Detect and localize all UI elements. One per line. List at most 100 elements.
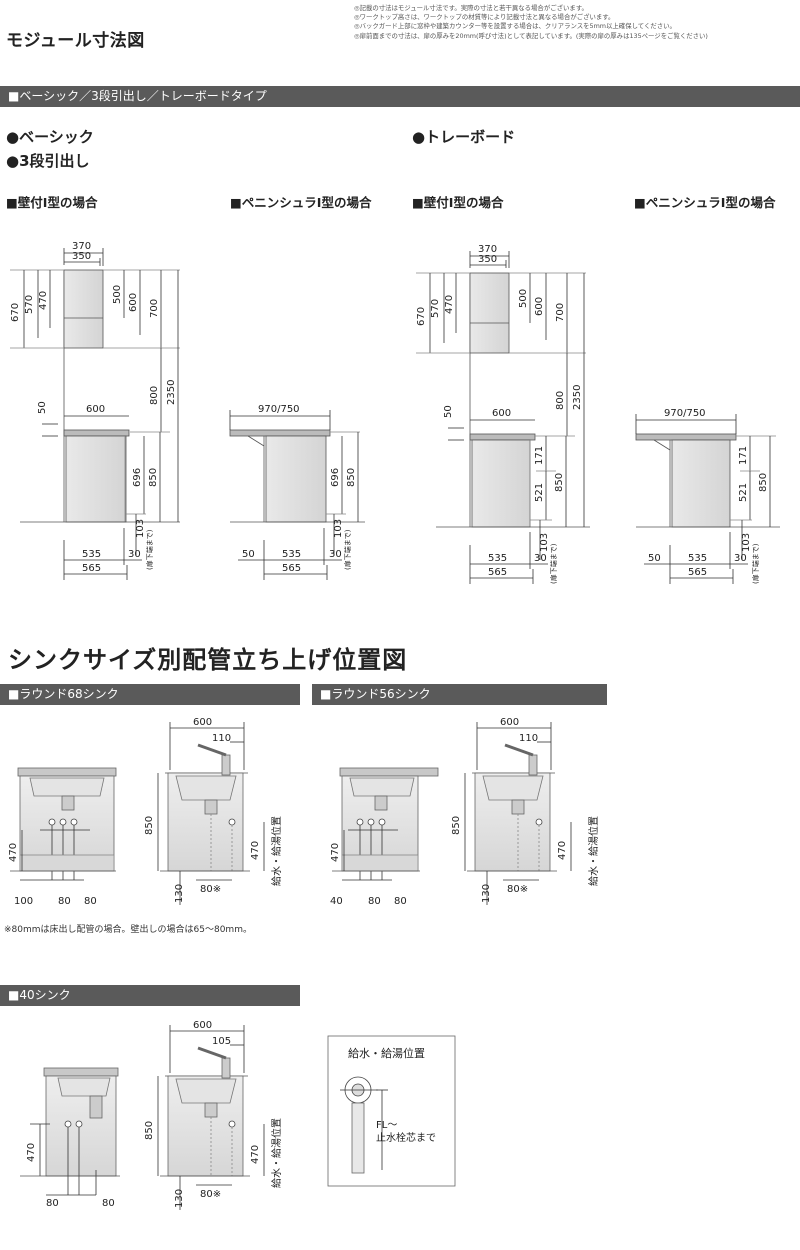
dim-label: 103	[333, 519, 344, 538]
dim-label: 350	[478, 254, 497, 265]
dim-label: 80	[46, 1198, 59, 1209]
dim-label: 850	[451, 816, 462, 835]
dim-label: 80	[102, 1198, 115, 1209]
dim-label: 80※	[200, 1189, 221, 1200]
dim-label: 850	[346, 468, 357, 487]
dim-label: 670	[416, 307, 427, 326]
supply-pipe	[64, 1120, 72, 1128]
dim-label: 565	[82, 563, 101, 574]
dim-label: 500	[518, 289, 529, 308]
dim-label: 565	[488, 567, 507, 578]
dim-label: 700	[149, 299, 160, 318]
dim-label: 850	[144, 816, 155, 835]
dim-label: 521	[534, 483, 545, 502]
supply-label: 給水・給湯位置	[270, 1118, 283, 1188]
dim-label: 670	[10, 303, 21, 322]
dim-label: 600	[492, 408, 511, 419]
note-line: ◎記載の寸法はモジュール寸法です。実際の寸法と若干異なる場合がございます。	[354, 4, 588, 12]
dim-label: 103	[135, 519, 146, 538]
dim-label: 470	[250, 1145, 261, 1164]
drain-pipe	[378, 818, 386, 826]
diagram-wall-basic: 370 350 670 570 470 500 600 700 800 2350…	[10, 241, 180, 580]
round68-side: 600 110 850 470 給水・給湯位置 130 80※	[144, 717, 283, 905]
bullet-trayboard: ●トレーボード	[412, 128, 516, 146]
dim-label: 570	[24, 295, 35, 314]
supply-pipe	[75, 1120, 83, 1128]
dim-label: 80※	[507, 884, 528, 895]
dim-label: 171	[738, 446, 749, 465]
wall-cabinet	[63, 269, 104, 349]
base-cabinet	[471, 439, 531, 528]
worktop	[469, 433, 536, 441]
bullet-3drawer: ●3段引出し	[6, 152, 90, 170]
diagram-peninsula-tray: 970/750 171 521 850 103 (扉下端まで) 50 535 3…	[635, 408, 780, 584]
note-line: ◎扉前面までの寸法は、扉の厚みを20mm(呼び寸法)として表記しています。(実際…	[354, 31, 708, 40]
dim-label: 850	[144, 1121, 155, 1140]
dim-label: 80※	[200, 884, 221, 895]
toe-note: (扉下端まで)	[145, 529, 154, 570]
dim-label: 521	[738, 483, 749, 502]
dim-label: 470	[250, 841, 261, 860]
sink40-front: 470 80 80	[20, 1067, 120, 1209]
round56-bar: ■ラウンド56シンク	[312, 684, 607, 705]
faucet-icon	[528, 754, 538, 776]
dim-label: 535	[282, 549, 301, 560]
bullet-basic: ●ベーシック	[6, 128, 94, 146]
dim-label: 80	[84, 896, 97, 907]
dim-label: 350	[72, 251, 91, 262]
dim-label: 470	[8, 843, 19, 862]
dim-label: 2350	[166, 380, 177, 405]
detail-fl-note: 止水栓芯まで	[376, 1131, 436, 1144]
dim-label: 470	[557, 841, 568, 860]
dim-label: 850	[758, 473, 769, 492]
dim-label: 470	[26, 1143, 37, 1162]
subtitle-peninsula-right: ■ペニンシュラI型の場合	[634, 195, 776, 210]
dim-label: 565	[282, 563, 301, 574]
dim-label: 600	[534, 297, 545, 316]
page-title: モジュール寸法図	[6, 31, 145, 51]
dim-label: 800	[149, 386, 160, 405]
dim-label: 50	[443, 405, 454, 418]
sink-section-title: シンクサイズ別配管立ち上げ位置図	[8, 646, 408, 674]
dim-label: 535	[82, 549, 101, 560]
dim-label: 696	[132, 468, 143, 487]
dim-label: 600	[193, 717, 212, 728]
dim-label: 2350	[572, 385, 583, 410]
dim-label: 130	[174, 884, 185, 903]
dim-label: 130	[174, 1189, 185, 1208]
dim-label: 800	[555, 391, 566, 410]
dim-label: 30	[534, 553, 547, 564]
dim-label: 535	[688, 553, 707, 564]
wall-cabinet	[469, 272, 510, 354]
round68-bar: ■ラウンド68シンク	[0, 684, 300, 705]
supply-label: 給水・給湯位置	[270, 816, 283, 886]
dim-label: 30	[734, 553, 747, 564]
supply-pipe	[59, 818, 67, 826]
diagram-wall-tray: 370 350 670 570 470 500 600 700 800 2350…	[416, 244, 590, 584]
dim-label: 80	[58, 896, 71, 907]
dim-label: 470	[444, 295, 455, 314]
diagram-peninsula-basic: 970/750 696 850 103 (扉下端まで) 50 535 30 56…	[229, 404, 365, 580]
dim-label: 700	[555, 303, 566, 322]
detail-title: 給水・給湯位置	[348, 1046, 425, 1060]
toe-note: (扉下端まで)	[343, 529, 352, 570]
dim-label: 470	[330, 843, 341, 862]
dim-label: 370	[478, 244, 497, 255]
dim-label: 100	[14, 896, 33, 907]
dim-label: 850	[554, 473, 565, 492]
subtitle-peninsula-left: ■ペニンシュラI型の場合	[230, 195, 372, 210]
dim-label: 565	[688, 567, 707, 578]
supply-detail-box: 給水・給湯位置 FL～ 止水栓芯まで	[327, 1035, 456, 1187]
faucet-icon	[221, 754, 231, 776]
dim-label: 600	[86, 404, 105, 415]
dim-label: 103	[741, 533, 752, 552]
supply-pipe	[48, 818, 56, 826]
dim-label: 600	[500, 717, 519, 728]
faucet-icon	[221, 1057, 231, 1079]
dim-label: 30	[128, 549, 141, 560]
dim-label: 50	[37, 401, 48, 414]
module-diagrams: 370 350 670 570 470 500 600 700 800 2350…	[10, 241, 780, 584]
sink-diagrams: 470 100 80 80 600 110 850 470 給水・給湯位置 13…	[8, 717, 600, 1210]
dim-label: 970/750	[258, 404, 300, 415]
dim-label: 696	[330, 468, 341, 487]
